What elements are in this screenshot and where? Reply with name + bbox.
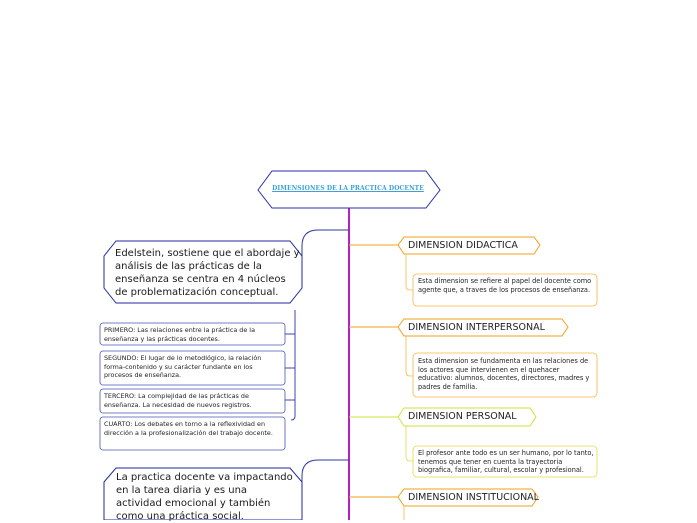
left-bottom-branch-line: [300, 459, 349, 491]
dimension-desc-didactica: Esta dimension se refiere al papel del d…: [418, 277, 592, 294]
nucleo-box-1[interactable]: [99, 322, 286, 346]
dimension-node-personal[interactable]: [397, 407, 537, 427]
nucleos-connector-line: [290, 310, 296, 421]
desc-connector-interpersonal: [405, 336, 413, 377]
practice-node-shape[interactable]: [103, 467, 303, 520]
nucleo-text-2: SEGUNDO: El lugar de lo metodlógico, la …: [104, 354, 262, 380]
practice-node-text: La practica docente va impactando en la …: [116, 472, 293, 522]
dimension-node-didactica[interactable]: [397, 236, 541, 255]
nucleo-box-3[interactable]: [99, 388, 286, 414]
intro-node-text: Edelstein, sostiene que el abordaje y an…: [115, 248, 300, 298]
desc-box-interpersonal[interactable]: [412, 352, 598, 398]
intro-node-shape[interactable]: [103, 240, 303, 304]
dimension-label-didactica: DIMENSION DIDACTICA: [408, 240, 518, 251]
desc-connector-personal: [405, 426, 413, 462]
dimension-label-interpersonal: DIMENSION INTERPERSONAL: [408, 322, 545, 333]
nucleo-text-3: TERCERO: La complejidad de las prácticas…: [104, 392, 252, 409]
nucleo-text-1: PRIMERO: Las relaciones entre la práctic…: [104, 326, 255, 343]
dimension-desc-interpersonal: Esta dimension se fundamenta en las rela…: [418, 357, 590, 392]
nucleo-text-4: CUARTO: Los debates en torno a la reflex…: [104, 420, 273, 437]
desc-box-didactica[interactable]: [412, 273, 598, 307]
root-node-title: DIMENSIONES DE LA PRACTICA DOCENTE: [272, 185, 424, 192]
left-branch-line: [300, 229, 349, 273]
dimension-label-institucional: DIMENSION INSTITUCIONAL: [408, 492, 539, 503]
nucleo-box-2[interactable]: [99, 350, 286, 386]
desc-connector-didactica: [405, 254, 413, 291]
dimension-desc-personal: El profesor ante todo es un ser humano, …: [418, 449, 594, 475]
root-node-shape[interactable]: [257, 170, 441, 209]
nucleo-box-4[interactable]: [99, 416, 286, 451]
dimension-label-personal: DIMENSION PERSONAL: [408, 411, 517, 422]
desc-box-personal[interactable]: [412, 445, 598, 478]
dimension-node-interpersonal[interactable]: [397, 318, 569, 337]
